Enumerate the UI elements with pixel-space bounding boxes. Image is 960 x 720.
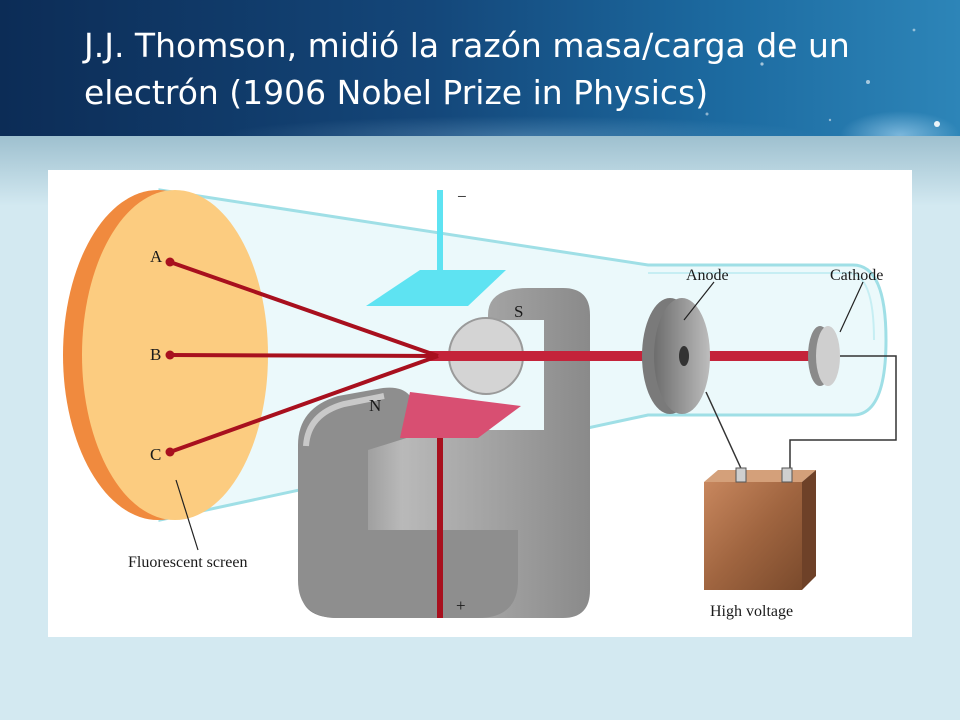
- battery-terminal-left: [735, 467, 747, 483]
- cathode-leader-line: [839, 281, 864, 333]
- slide-title-line-2: electrón (1906 Nobel Prize in Physics): [84, 73, 709, 112]
- label-point-a: A: [150, 247, 163, 266]
- label-cathode: Cathode: [830, 267, 883, 284]
- battery-side: [802, 470, 816, 590]
- cathode-wire: [789, 355, 897, 475]
- label-point-c: C: [150, 445, 161, 464]
- battery-top: [704, 470, 816, 482]
- label-magnet-s: S: [514, 302, 523, 321]
- anode-wire: [705, 391, 745, 476]
- battery-terminal-right: [781, 467, 793, 483]
- cathode-ray-tube-diagram: A B C − + S N Anode Cathode Fluorescent …: [63, 187, 897, 620]
- point-c-dot: [165, 447, 175, 457]
- anode-leader-line: [683, 281, 715, 321]
- beam-to-a: [169, 260, 439, 358]
- label-high-voltage: High voltage: [710, 603, 793, 620]
- label-positive: +: [456, 596, 466, 615]
- point-b-dot: [165, 350, 175, 360]
- thomson-apparatus-figure: A B C − + S N Anode Cathode Fluorescent …: [48, 170, 912, 637]
- anode-hole: [679, 346, 689, 366]
- negative-plate: [366, 270, 506, 306]
- point-a-dot: [165, 257, 175, 267]
- slide-title: J.J. Thomson, midió la razón masa/carga …: [84, 22, 944, 116]
- beam-to-c: [169, 354, 439, 454]
- slide-header: J.J. Thomson, midió la razón masa/carga …: [0, 0, 960, 136]
- label-fluorescent-screen: Fluorescent screen: [128, 554, 248, 571]
- cathode-disc: [816, 326, 840, 386]
- magnet-north-highlight: [303, 393, 385, 447]
- screen-leader-line: [175, 479, 199, 551]
- header-background-stars: [220, 28, 960, 136]
- slide-title-line-1: J.J. Thomson, midió la razón masa/carga …: [84, 26, 850, 65]
- battery-body: [704, 482, 802, 590]
- positive-plate: [400, 392, 521, 438]
- magnet-north-arm: [298, 387, 518, 618]
- label-negative: −: [457, 187, 467, 206]
- label-point-b: B: [150, 345, 161, 364]
- beam-to-b: [169, 353, 439, 358]
- label-anode: Anode: [686, 267, 729, 284]
- tube-highlight: [648, 272, 875, 341]
- label-magnet-n: N: [369, 396, 381, 415]
